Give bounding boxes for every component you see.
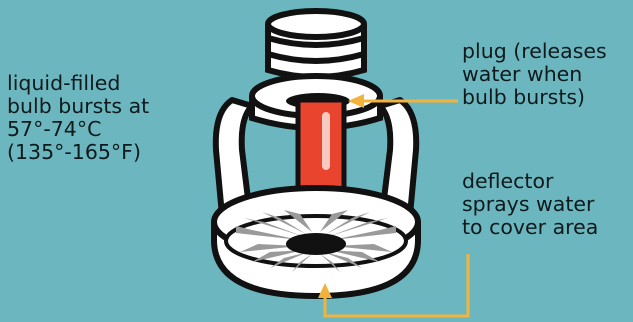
glass-bulb — [295, 97, 347, 199]
bulb-label-line: bulb bursts at — [7, 94, 150, 118]
arrow-left-icon — [348, 94, 364, 108]
plug-label-line: bulb bursts) — [462, 85, 586, 109]
deflector-label: deflector sprays water to cover area — [462, 170, 598, 239]
deflector-teeth — [236, 210, 396, 272]
bulb-label-line: liquid-filled — [7, 71, 121, 95]
deflector-label-line: deflector — [462, 169, 554, 193]
plug-label-line: water when — [462, 62, 583, 86]
threaded-cap — [265, 8, 367, 80]
plug-label-line: plug (releases — [462, 39, 607, 63]
bulb-label: liquid-filled bulb bursts at 57°-74°C (1… — [7, 72, 149, 164]
deflector-center — [286, 233, 346, 255]
arrow-up-icon — [318, 283, 332, 298]
bulb-label-line: (135°-165°F) — [7, 140, 141, 164]
bulb-highlight — [322, 112, 330, 170]
arrow-plug — [348, 94, 458, 108]
plug-label: plug (releases water when bulb bursts) — [462, 40, 607, 109]
arrow-deflector — [318, 254, 470, 318]
deflector — [211, 185, 421, 300]
deflector-label-line: sprays water — [462, 192, 595, 216]
bulb-label-line: 57°-74°C — [7, 117, 102, 141]
deflector-label-line: to cover area — [462, 215, 599, 239]
